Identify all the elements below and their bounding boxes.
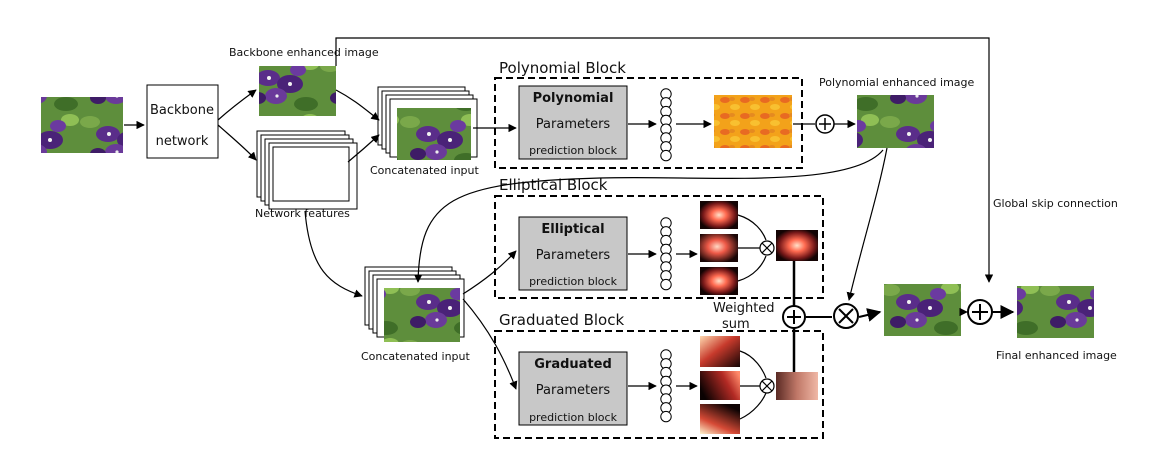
backbone-label-line2: network xyxy=(156,134,209,149)
final-enhanced-label: Final enhanced image xyxy=(996,349,1117,362)
global-skip-plus-icon xyxy=(967,299,993,325)
elliptical-param-name: Elliptical xyxy=(541,222,604,237)
global-skip-label: Global skip connection xyxy=(993,197,1118,210)
polynomial-block-title: Polynomial Block xyxy=(499,59,626,77)
backbone-network-box xyxy=(146,84,219,159)
elliptical-output-map xyxy=(776,230,818,261)
network-features-stack xyxy=(256,130,358,210)
polynomial-enhanced-image xyxy=(857,95,934,148)
weighted-sum-label-line2: sum xyxy=(722,317,750,332)
graduated-param-line3: prediction block xyxy=(529,411,618,424)
polynomial-param-name: Polynomial xyxy=(533,91,614,106)
concat-input-label-1: Concatenated input xyxy=(370,164,480,177)
graduated-output-map xyxy=(776,372,818,400)
graduated-param-line2: Parameters xyxy=(536,383,611,398)
polynomial-block-frame xyxy=(494,77,803,169)
elliptical-param-box xyxy=(518,216,628,291)
polynomial-param-line3: prediction block xyxy=(529,144,618,157)
network-features-label: Network features xyxy=(255,207,350,220)
concat-input-stack-1 xyxy=(377,86,478,160)
fused-image xyxy=(884,284,961,336)
elliptical-multiply-icon xyxy=(759,240,775,256)
final-enhanced-image xyxy=(1017,286,1094,338)
neuron-node xyxy=(660,149,672,162)
concat-input-label-2: Concatenated input xyxy=(361,350,471,363)
input-image xyxy=(41,97,123,153)
elliptical-neuron-column xyxy=(660,217,672,291)
backbone-enhanced-label: Backbone enhanced image xyxy=(229,46,379,59)
weighted-sum-label-line1: Weighted xyxy=(713,301,775,316)
weighted-sum-plus-icon xyxy=(782,305,806,329)
polynomial-neuron-column xyxy=(660,88,672,162)
graduated-block-frame xyxy=(494,330,824,439)
concat-input-stack-2 xyxy=(364,266,465,342)
polynomial-enhanced-label: Polynomial enhanced image xyxy=(819,76,975,89)
neuron-node xyxy=(660,278,672,291)
graduated-map-2 xyxy=(700,371,740,400)
elliptical-map-1 xyxy=(700,201,738,229)
backbone-label-line1: Backbone xyxy=(150,103,214,118)
elliptical-param-line2: Parameters xyxy=(536,248,611,263)
graduated-map-1 xyxy=(700,336,740,367)
neuron-node xyxy=(660,410,672,423)
elliptical-block-title: Elliptical Block xyxy=(499,176,608,194)
graduated-param-name: Graduated xyxy=(534,357,612,372)
elliptical-map-2 xyxy=(700,234,738,262)
fusion-multiply-icon xyxy=(833,303,859,329)
graduated-neuron-column xyxy=(660,349,672,423)
elliptical-block-frame xyxy=(494,195,824,299)
backbone-enhanced-image xyxy=(259,66,336,116)
elliptical-param-line3: prediction block xyxy=(529,275,618,288)
polynomial-map-image xyxy=(714,95,792,148)
graduated-block-title: Graduated Block xyxy=(499,311,624,329)
polynomial-param-line2: Parameters xyxy=(536,117,611,132)
graduated-multiply-icon xyxy=(759,378,775,394)
polynomial-plus-icon xyxy=(815,114,835,134)
polynomial-param-box xyxy=(518,85,628,160)
elliptical-map-3 xyxy=(700,267,738,295)
connectors xyxy=(124,37,1015,420)
graduated-map-3 xyxy=(700,404,740,434)
graduated-param-box xyxy=(518,351,628,426)
